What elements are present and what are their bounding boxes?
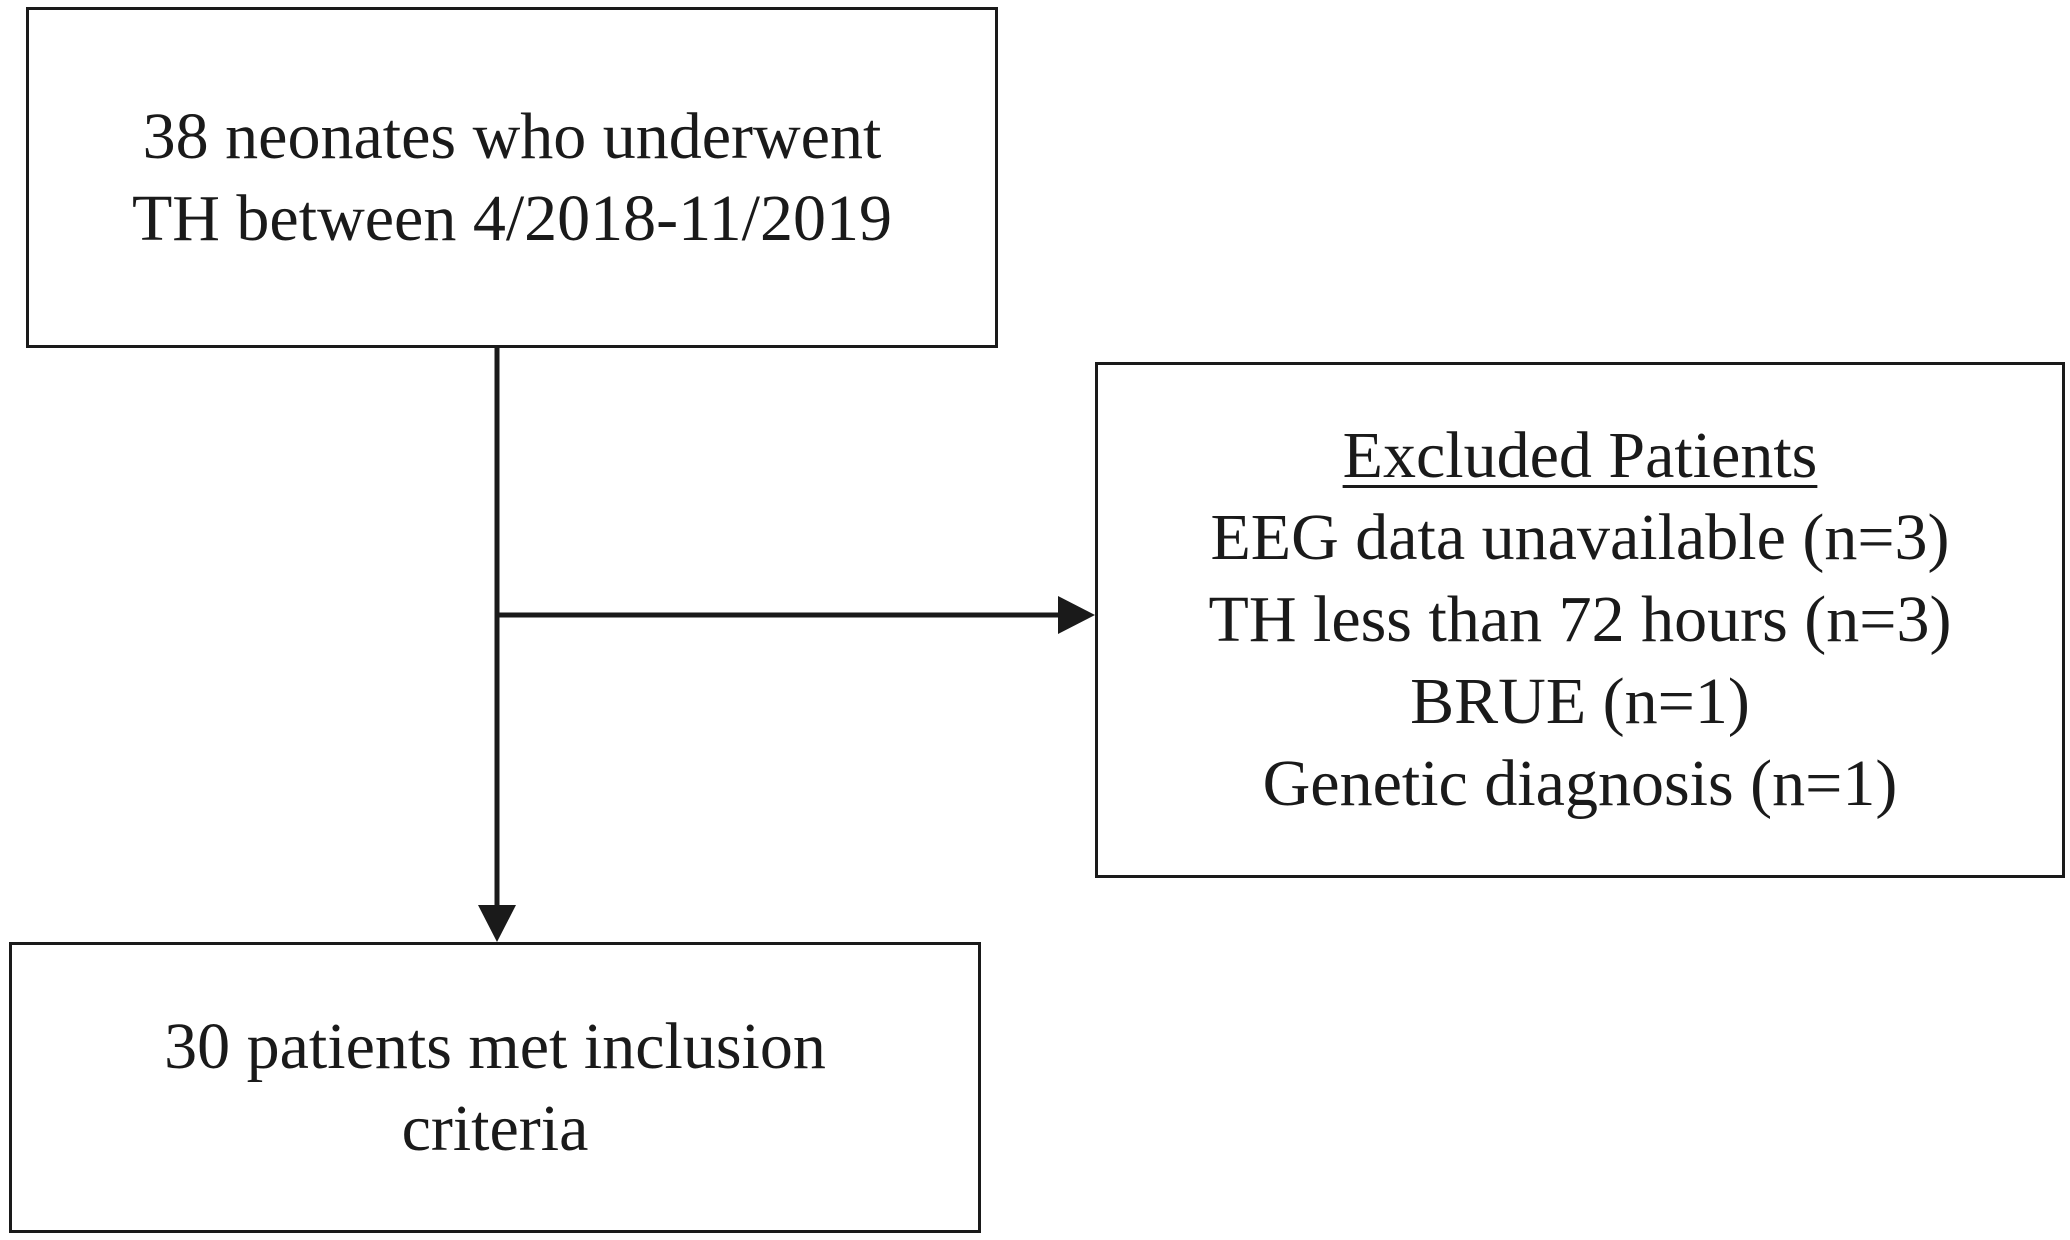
- exclusion-branch-arrowhead: [1058, 596, 1095, 634]
- excluded-item: EEG data unavailable (n=3): [1210, 501, 1950, 574]
- excluded-patients-box: Excluded Patients EEG data unavailable (…: [1095, 362, 2065, 878]
- excluded-item: TH less than 72 hours (n=3): [1208, 583, 1952, 656]
- included-line-2: criteria: [401, 1091, 589, 1165]
- enrollment-line-2: TH between 4/2018-11/2019: [131, 181, 893, 255]
- enrollment-line-1: 38 neonates who underwent: [142, 99, 882, 173]
- included-patients-box: 30 patients met inclusion criteria: [9, 942, 981, 1233]
- included-line-1: 30 patients met inclusion: [164, 1009, 826, 1083]
- excluded-item: Genetic diagnosis (n=1): [1262, 747, 1898, 820]
- excluded-heading: Excluded Patients: [1342, 419, 1818, 492]
- excluded-item: BRUE (n=1): [1410, 665, 1750, 738]
- enrollment-box: 38 neonates who underwent TH between 4/2…: [26, 7, 998, 348]
- main-flow-arrowhead: [478, 905, 516, 942]
